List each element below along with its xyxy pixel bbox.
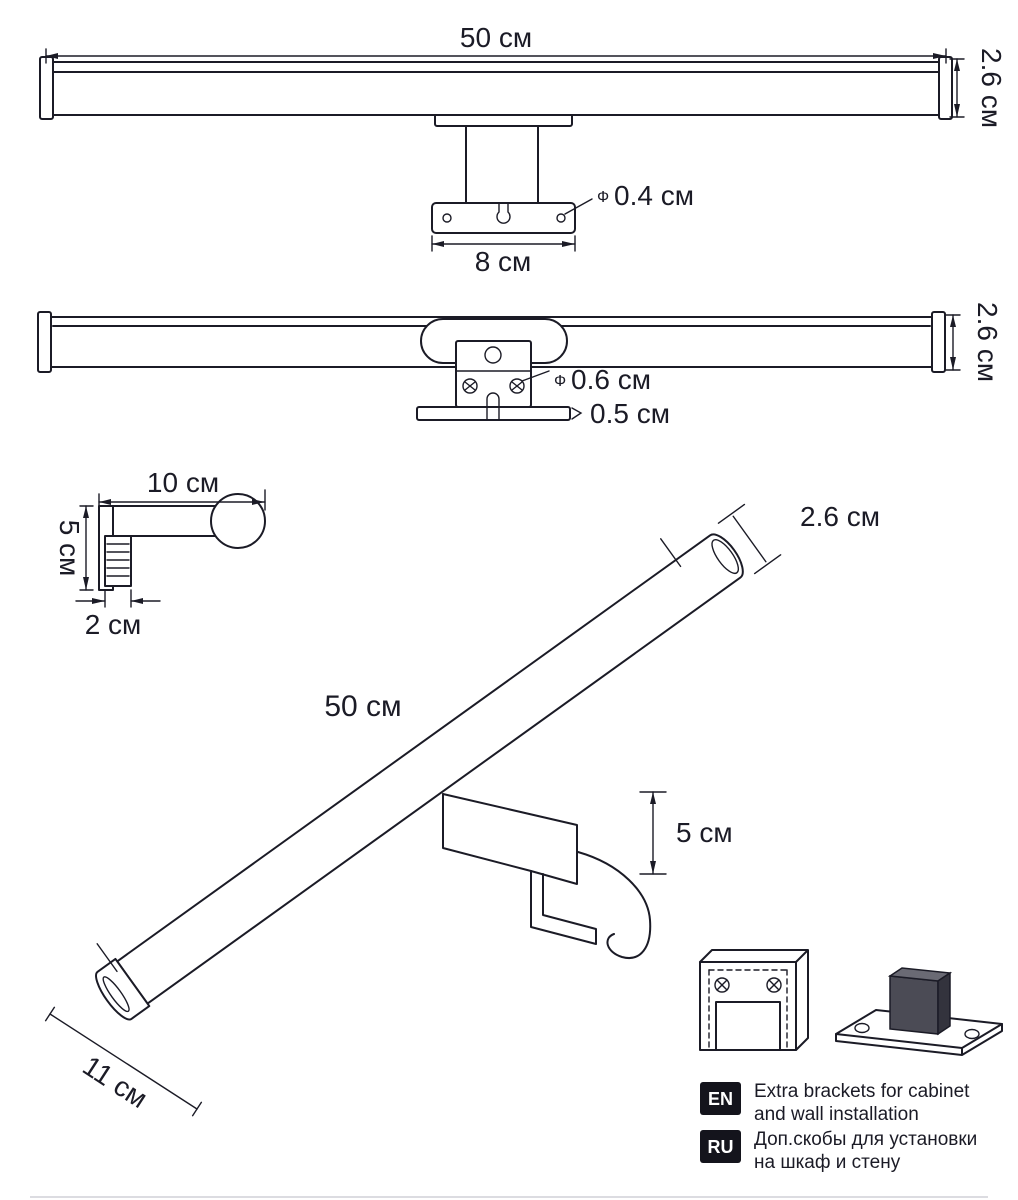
plate-hole-left	[854, 1022, 870, 1034]
plate-screws	[462, 378, 525, 394]
mounting-bracket	[442, 793, 597, 945]
mounting-plate	[431, 202, 576, 234]
lamp-tube	[95, 503, 782, 1021]
base-plate-edges	[835, 1023, 1003, 1056]
ru-note-line1: Доп.скобы для установки	[754, 1129, 977, 1150]
clamp-channel	[715, 1001, 781, 1051]
near-cap-ring	[102, 976, 130, 1013]
dim-50cm-tube-label: 50 см	[324, 690, 401, 723]
en-badge-label: EN	[708, 1089, 733, 1109]
left-end-cap	[39, 56, 54, 120]
bracket-screws	[714, 977, 782, 993]
side-view: 10 см 5 см 2 см	[54, 467, 266, 640]
leader-line	[564, 198, 593, 215]
ru-badge	[700, 1130, 741, 1163]
dim-tick	[660, 538, 682, 568]
wall-flange	[416, 406, 571, 421]
bracket-stem	[465, 125, 539, 204]
clamp-ridges	[106, 543, 130, 577]
tube-body	[116, 533, 744, 1005]
bracket-3d-edges	[699, 949, 809, 1051]
ru-badge-label: RU	[708, 1137, 734, 1157]
dim-tick	[191, 1101, 203, 1117]
en-note-line2: and wall installation	[754, 1104, 919, 1125]
plate-keyhole	[496, 202, 511, 224]
dia-symbol-bottom: Ф	[554, 373, 566, 390]
dim-line-11cm	[49, 1013, 198, 1110]
dim-5cm-side-label: 5 см	[54, 520, 85, 577]
tube-far-rim	[711, 538, 740, 575]
dim-tick	[96, 943, 118, 973]
dim-10cm-label: 10 см	[147, 467, 219, 498]
dim-0-5cm-label: 0.5 см	[590, 398, 670, 429]
dim-11cm-label: 11 см	[77, 1050, 153, 1114]
dim-tick	[753, 554, 782, 575]
bottom-view: Ф 0.6 см 0.5 см 2.6 см	[37, 302, 1003, 429]
note-ru: RU Доп.скобы для установки на шкаф и сте…	[700, 1129, 977, 1173]
dim-50cm-label: 50 см	[460, 22, 532, 53]
en-badge	[700, 1082, 741, 1115]
mounting-plate	[455, 340, 532, 408]
front-view: 50 см 2.6 см Ф 0.4 см 8 см	[39, 22, 1007, 277]
block-side	[937, 971, 951, 1036]
plate-hole-left	[442, 213, 452, 223]
note-en: EN Extra brackets for cabinet and wall i…	[700, 1081, 970, 1125]
dim-5cm-bracket-label: 5 см	[676, 817, 733, 848]
power-cable	[577, 851, 652, 959]
dim-2cm-label: 2 см	[85, 609, 142, 640]
bracket-arm	[112, 505, 220, 537]
dia-symbol-front: Ф	[597, 189, 609, 206]
right-end-cap	[931, 311, 946, 373]
lamp-bar	[51, 61, 941, 116]
tube-near-cap	[95, 957, 151, 1021]
dim-0-6cm-label: 0.6 см	[571, 364, 651, 395]
dim-2-6cm-bottom-label: 2.6 см	[972, 302, 1003, 382]
plate-hole-right	[964, 1028, 980, 1040]
block-front	[889, 975, 939, 1035]
plate-top-hole	[484, 346, 502, 364]
plate-hole-right	[556, 213, 566, 223]
dim-2-6cm-tube-label: 2.6 см	[800, 501, 880, 532]
dim-0-4cm-label: 0.4 см	[614, 180, 694, 211]
cabinet-bracket-icon	[699, 949, 809, 1051]
en-note-line1: Extra brackets for cabinet	[754, 1081, 970, 1102]
arm-ball-end	[210, 493, 266, 549]
flange-slot	[486, 392, 500, 421]
hidden-lines	[708, 969, 788, 1049]
leader-arrow	[571, 407, 583, 420]
dim-tick	[717, 503, 746, 524]
leader-line	[521, 370, 550, 382]
dim-tick	[44, 1006, 56, 1022]
dim-2-6cm-front-label: 2.6 см	[976, 48, 1007, 128]
bracket-front-face	[699, 961, 797, 1051]
dim-line-diameter	[732, 515, 767, 563]
left-end-cap	[37, 311, 52, 373]
right-end-cap	[938, 56, 953, 120]
dim-8cm-label: 8 см	[475, 246, 532, 277]
ru-note-line2: на шкаф и стену	[754, 1152, 901, 1173]
wall-bracket-icon	[835, 967, 1003, 1056]
